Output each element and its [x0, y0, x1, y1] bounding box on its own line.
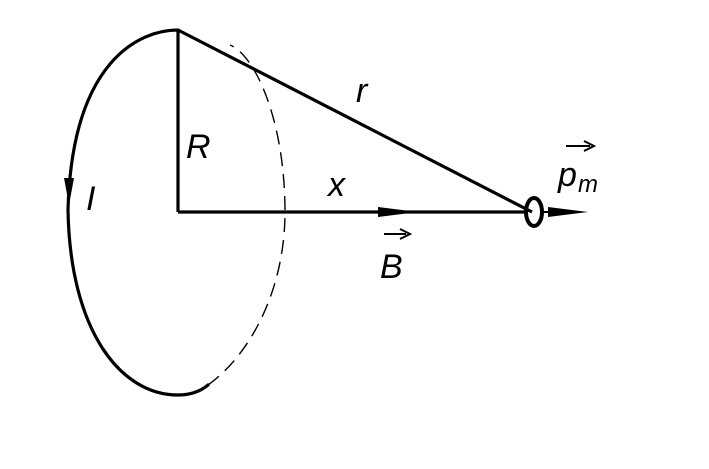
dipole-loop — [524, 196, 544, 228]
axis-distance-label: x — [326, 166, 346, 204]
moment-subscript: m — [578, 171, 598, 198]
moment-vector-arrow-icon — [566, 140, 597, 152]
field-arrow — [378, 207, 418, 217]
moment-label: p — [557, 156, 577, 194]
field-vector-arrow-icon — [384, 228, 413, 240]
current-direction-arrow — [64, 178, 74, 205]
distance-line — [177, 28, 533, 214]
radius-label: R — [186, 128, 211, 166]
distance-label: r — [356, 72, 369, 110]
field-label: B — [380, 248, 403, 286]
current-loop-front — [66, 28, 210, 397]
current-loop-back — [207, 44, 286, 386]
moment-arrow-head — [548, 207, 588, 217]
current-label: I — [86, 180, 96, 218]
